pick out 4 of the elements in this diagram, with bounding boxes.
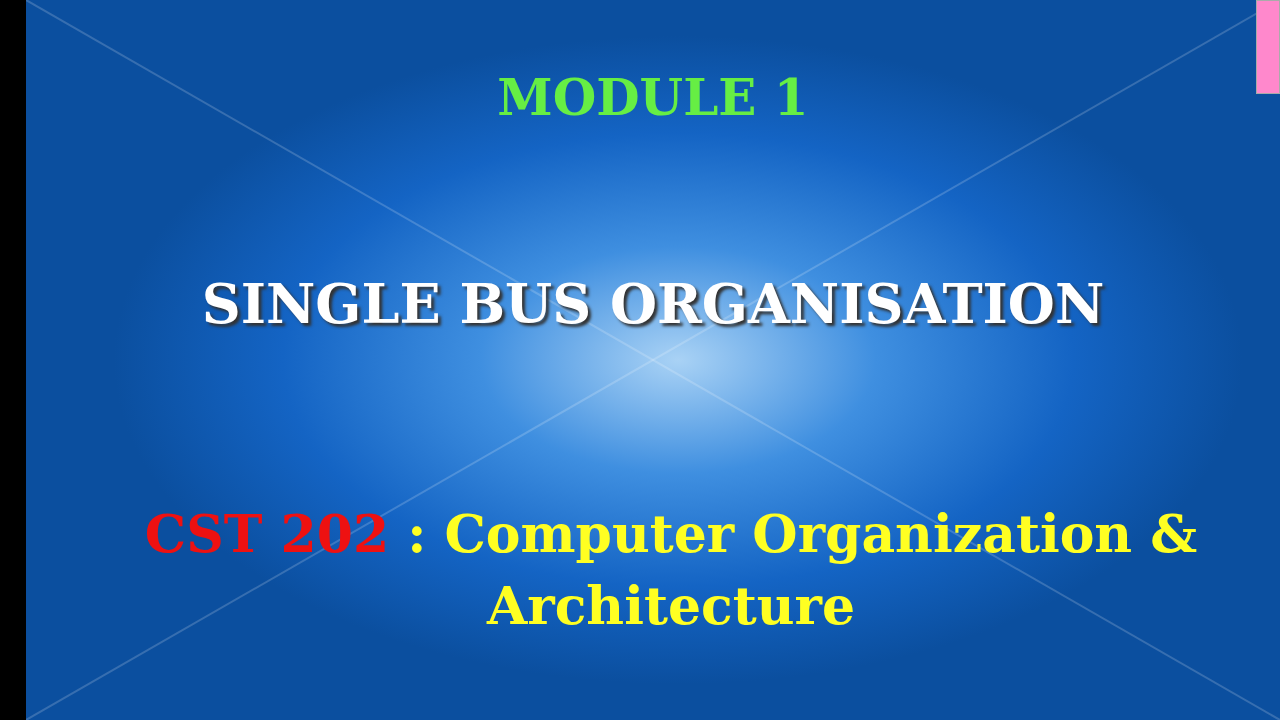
course-name: : Computer Organization & Architecture bbox=[407, 503, 1198, 636]
course-code: CST 202 bbox=[144, 503, 390, 564]
slide-title: MODULE 1 bbox=[496, 68, 810, 127]
topic-heading: SINGLE BUS ORGANISATION bbox=[200, 272, 1106, 336]
